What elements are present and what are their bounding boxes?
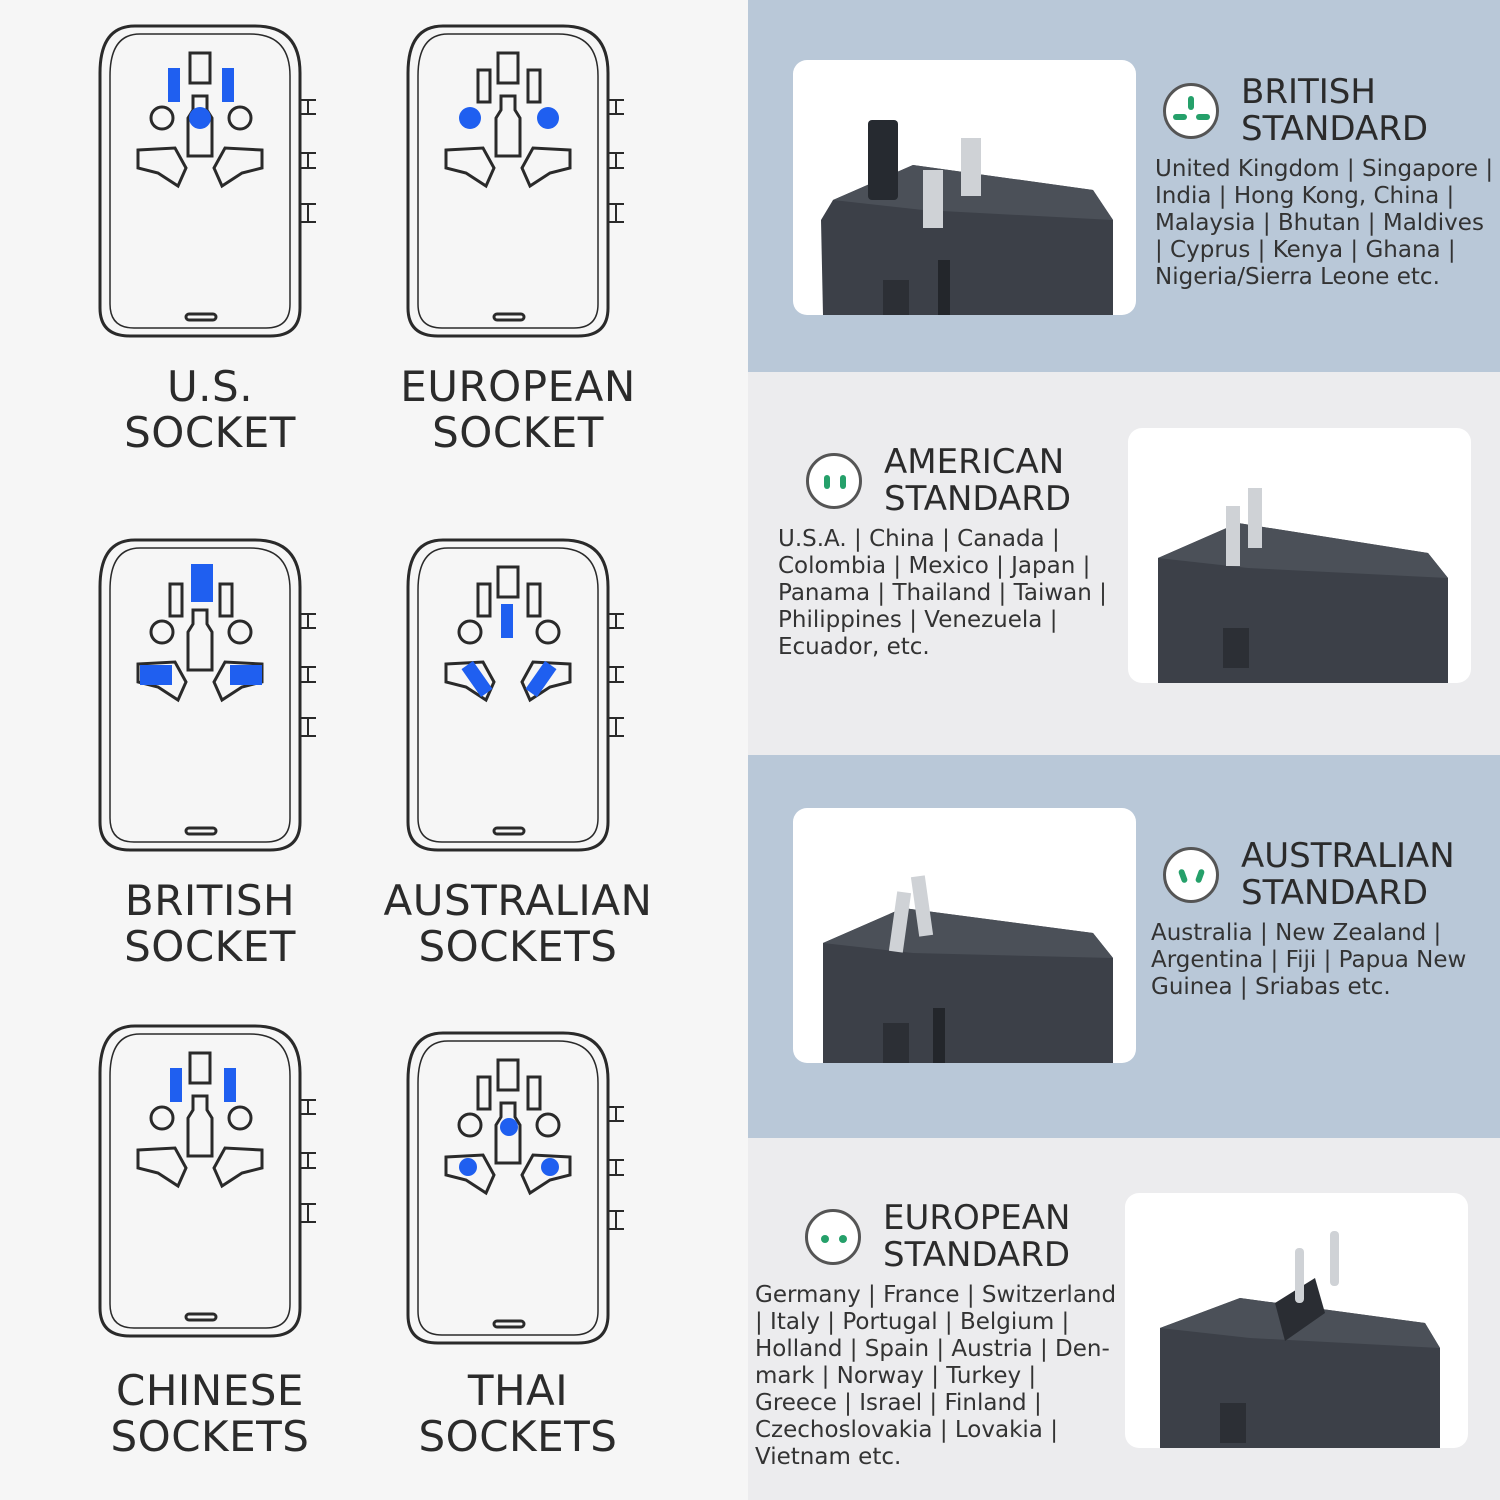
american-plug-photo <box>1128 428 1471 683</box>
british-socket-diagram <box>90 532 330 857</box>
american-countries: U.S.A. | China | Canada | Colombia | Mex… <box>778 526 1107 660</box>
chinese-socket-diagram <box>90 1018 330 1343</box>
british-countries: United Kingdom | Singapore | India | Hon… <box>1155 156 1494 290</box>
australian-plug-icon <box>1163 847 1219 903</box>
australian-countries: Australia | New Zealand | Argentina | Fi… <box>1151 920 1467 1000</box>
american-plug-icon <box>806 453 862 509</box>
australian-plug-photo <box>793 808 1136 1063</box>
highlight-ground <box>189 107 211 129</box>
european-plug-icon <box>805 1209 861 1265</box>
highlight-slot-right <box>222 68 234 102</box>
socket-outline <box>98 24 316 338</box>
british-plug-photo <box>793 60 1136 315</box>
thai-socket-diagram <box>398 1025 638 1350</box>
european-socket-diagram <box>398 18 638 343</box>
australian-socket-diagram <box>398 532 638 857</box>
british-plug-icon <box>1163 83 1219 139</box>
us-socket-diagram <box>90 18 330 343</box>
highlight-slot-left <box>168 68 180 102</box>
us-socket-label: U.S.SOCKET <box>124 362 296 457</box>
european-plug-photo <box>1125 1193 1468 1448</box>
european-countries: Germany | France | Switzerland | Italy |… <box>755 1282 1117 1470</box>
